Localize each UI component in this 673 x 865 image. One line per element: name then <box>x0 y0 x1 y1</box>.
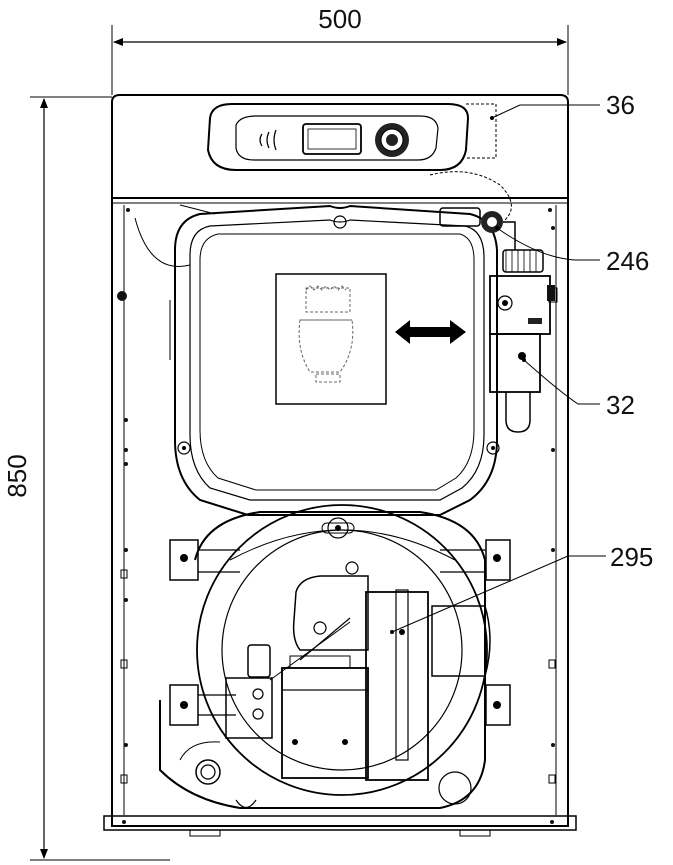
callout-295-label: 295 <box>610 542 653 572</box>
callout-32: 32 <box>522 358 635 420</box>
width-dimension-label: 500 <box>318 4 361 34</box>
control-panel-vents <box>259 129 277 151</box>
height-dimension-label: 850 <box>2 454 32 497</box>
callout-295: 295 <box>390 542 653 634</box>
oil-burner <box>225 561 491 781</box>
heat-exchanger-door <box>134 204 500 516</box>
pump-detail-inset <box>275 273 466 405</box>
height-dimension: 850 <box>2 96 170 861</box>
control-panel <box>206 103 512 221</box>
control-knob <box>375 123 409 157</box>
width-dimension: 500 <box>111 4 569 95</box>
callout-36-label: 36 <box>606 90 635 120</box>
callout-246: 246 <box>495 226 649 276</box>
callout-32-label: 32 <box>606 390 635 420</box>
callout-246-label: 246 <box>606 246 649 276</box>
control-panel-display <box>302 123 362 155</box>
burner-housing <box>159 504 511 809</box>
move-double-arrow <box>395 320 466 344</box>
boiler-cabinet <box>103 94 577 837</box>
callout-36: 36 <box>490 90 635 120</box>
